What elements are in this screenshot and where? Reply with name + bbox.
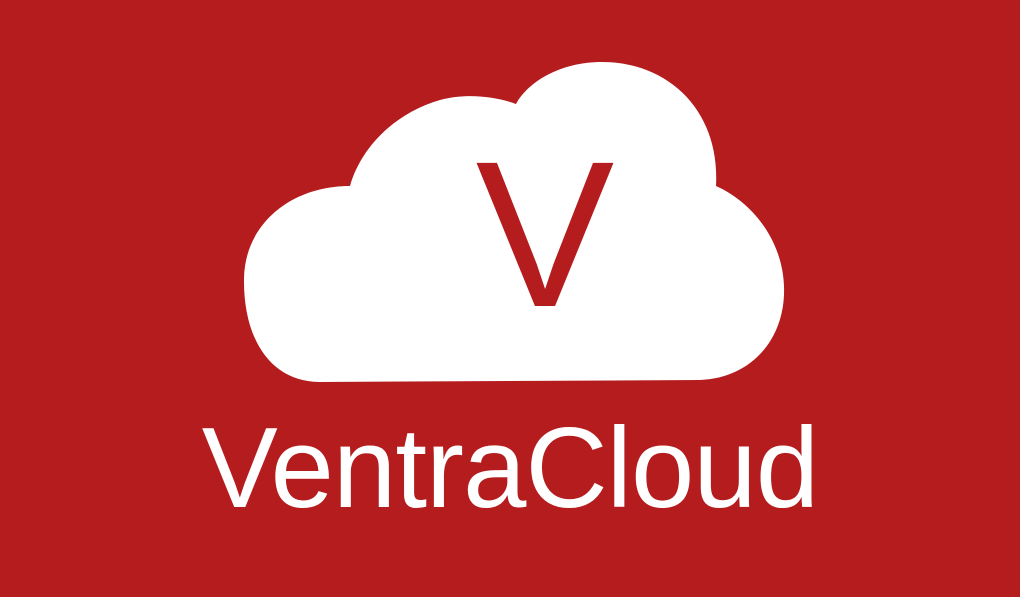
logo-monogram: V (475, 119, 615, 351)
brand-wordmark: VentraCloud (201, 405, 819, 532)
cloud-shape (243, 62, 785, 382)
